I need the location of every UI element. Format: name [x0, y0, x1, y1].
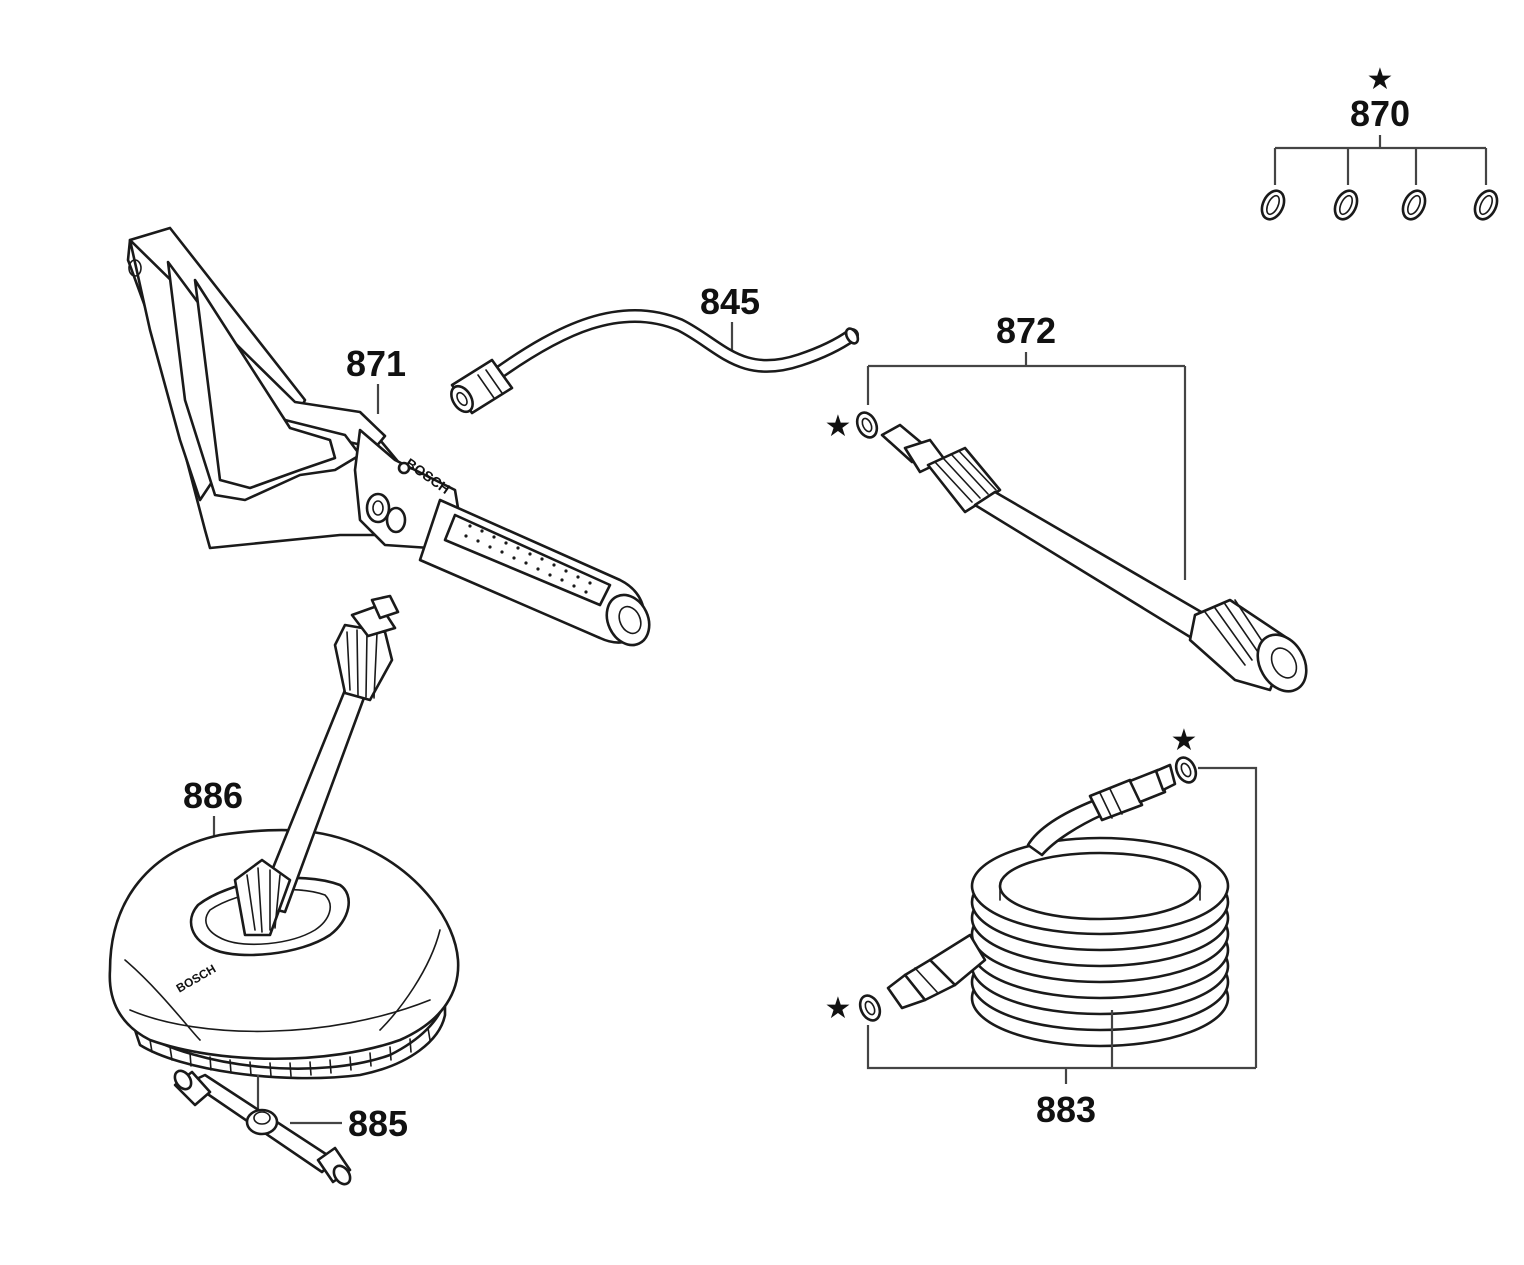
star-marker-icon: ★: [1171, 723, 1198, 758]
star-marker-icon: ★: [1367, 62, 1394, 97]
grip-texture: [464, 524, 592, 594]
part-870-oring-set: ★ 870: [1260, 62, 1499, 221]
part-886-surface-cleaner: 886 BOSCH: [108, 594, 460, 1080]
part-872-spray-lance: 872 ★: [825, 310, 1308, 693]
oring-icon: [855, 411, 879, 439]
oring-icon: [858, 994, 882, 1022]
part-number-871: 871: [346, 343, 406, 384]
part-885-rotor-arm: 885: [173, 1069, 408, 1186]
part-number-870: 870: [1350, 93, 1410, 134]
part-number-885: 885: [348, 1103, 408, 1144]
part-871-trigger-gun: 871 BOSCH: [126, 226, 651, 647]
part-number-845: 845: [700, 281, 760, 322]
logo-circle-icon: [397, 461, 411, 475]
oring-icon: [1260, 189, 1286, 221]
star-marker-icon: ★: [825, 409, 852, 444]
nozzle-tip-icon: [316, 1146, 352, 1186]
hose-fitting-icon: [450, 358, 514, 415]
lock-knob-icon: [365, 492, 407, 534]
nozzle-tip-icon: [173, 1069, 212, 1107]
oring-icon: [1333, 189, 1359, 221]
hose-coil: [970, 836, 1230, 1048]
part-number-872: 872: [996, 310, 1056, 351]
oring-icon: [1401, 189, 1427, 221]
part-number-883: 883: [1036, 1089, 1096, 1130]
part-number-886: 886: [183, 775, 243, 816]
oring-icon: [1473, 189, 1499, 221]
part-883-high-pressure-hose: ★ ★ 883: [825, 723, 1258, 1130]
star-marker-icon: ★: [825, 991, 852, 1026]
oring-icon: [1174, 756, 1198, 784]
part-845-inner-hose: 845: [450, 281, 860, 415]
